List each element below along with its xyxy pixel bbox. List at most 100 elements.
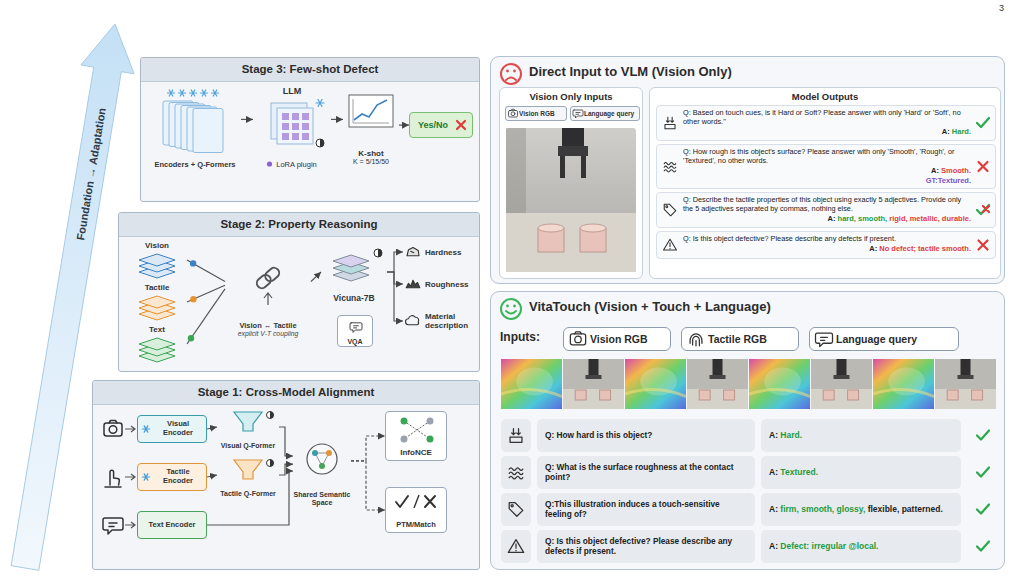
- node-text: Model Outputs: [650, 88, 1000, 102]
- answer-text: A: firm, smooth, glossy, flexible, patte…: [769, 504, 943, 514]
- answer-text: A: hard, smooth, rigid, metallic, durabl…: [683, 214, 971, 224]
- node-text: LoRA plugin: [267, 160, 316, 169]
- node-text: Yes/No: [418, 120, 448, 130]
- node-text: LLM: [283, 86, 302, 96]
- answer-word: A:: [942, 127, 950, 136]
- answer-word: flexible,: [868, 504, 900, 514]
- connector: [187, 260, 225, 282]
- label-anchor: Foundation → Adaptation: [91, 170, 225, 188]
- modality-dot: [190, 260, 196, 266]
- stage-panel: Stage 3: Few-shot DefectEncoders + Q-For…: [140, 57, 480, 202]
- question-box: Q: What is the surface roughness at the …: [537, 456, 755, 489]
- answer-word: A:: [769, 430, 778, 440]
- modality-dot: [190, 296, 196, 302]
- node-text: Language query: [836, 333, 917, 345]
- qformer-funnel: Visual Q-Former: [217, 409, 279, 449]
- output-box: Model Outputs Q: Based on touch cues, is …: [649, 87, 1001, 279]
- connector: [387, 272, 403, 284]
- answer-word: A:: [828, 214, 836, 223]
- node-text: Vicuna-7B: [333, 293, 374, 303]
- connector: [241, 119, 253, 120]
- answer-word: smooth,: [858, 214, 887, 223]
- stage-title: Stage 3: Few-shot Defect: [141, 58, 479, 82]
- connector: [331, 119, 343, 120]
- answer-word: A:: [769, 541, 778, 551]
- panel-title: VitaTouch (Vision + Touch + Language): [491, 292, 1004, 314]
- answer-word: defect;: [891, 244, 916, 253]
- connector: [351, 436, 385, 461]
- question-text: Q: Describe the tactile properties of th…: [683, 196, 971, 214]
- inputs-label: Inputs:: [500, 330, 540, 344]
- connector: [387, 272, 403, 321]
- comparison-panel: Direct Input to VLM (Vision Only)Vision …: [490, 56, 1005, 284]
- connector: [207, 427, 217, 429]
- answer-box: A: Defect: irregular @local.: [761, 530, 961, 563]
- node-text: Material description: [425, 312, 477, 330]
- input-tag: Vision RGB: [563, 327, 671, 351]
- input-tag: Vision RGB: [505, 106, 567, 121]
- connector: [399, 124, 409, 125]
- node-text: InfoNCE: [400, 448, 432, 457]
- llm-stack: Vicuna-7B: [321, 241, 387, 303]
- answer-word: A:: [769, 467, 778, 477]
- node-text: Vision ↔ Tactile: [239, 321, 296, 330]
- connector: [207, 471, 293, 525]
- qa-row: Q: How rough is this object's surface? P…: [656, 144, 996, 189]
- answer-word: smooth,: [801, 504, 834, 514]
- node-text: Tactile RGB: [708, 333, 767, 345]
- node-text: Encoders + Q-Formers: [154, 160, 235, 169]
- node-text: Shared Semantic Space: [293, 491, 351, 507]
- node-text: Visual Q-Former: [221, 442, 275, 449]
- answer-word: irregular: [812, 541, 847, 551]
- question-text: Q: How hard is this object?: [545, 431, 652, 441]
- connector: [207, 475, 217, 477]
- answer-box: A: Hard.: [761, 419, 961, 452]
- page-number: 3: [999, 3, 1004, 13]
- encoder-stack: Encoders + Q-Formers: [149, 85, 241, 171]
- node-text: Vision RGB: [519, 110, 555, 117]
- answer-word: A:: [869, 244, 877, 253]
- answer-word: A:: [769, 504, 778, 514]
- answer-word: No: [879, 244, 889, 253]
- question-box: Q: How hard is this object?: [537, 419, 755, 452]
- question-text: Q: Is this object defective? Please desc…: [545, 537, 747, 557]
- stage-panel: Stage 1: Cross-Model AlignmentVisual Enc…: [92, 380, 480, 570]
- answer-word: Hard.: [780, 430, 802, 440]
- label-anchor: Inputs:: [500, 330, 540, 344]
- qa-row: Q: Describe the tactile properties of th…: [656, 192, 996, 228]
- node-text: VQA: [347, 338, 362, 345]
- answer-word: rigid,: [889, 214, 907, 223]
- node-text: Tactile: [145, 283, 170, 292]
- answer-word: tactile: [918, 244, 940, 253]
- question-text: Q: What is the surface roughness at the …: [545, 463, 747, 483]
- question-box: Q: Is this object defective? Please desc…: [537, 530, 755, 563]
- question-text: Q: Is this object defective? Please desc…: [683, 235, 971, 244]
- question-text: Q:This illustration induces a touch-sens…: [545, 500, 747, 520]
- qa-row: Q: Is this object defective? Please desc…: [656, 231, 996, 259]
- answer-word: firm,: [780, 504, 798, 514]
- connector: [187, 289, 225, 344]
- answer-word: A:: [931, 166, 939, 175]
- node-illustration: [149, 85, 241, 171]
- node-text: Vision RGB: [590, 333, 648, 345]
- stage-panel: Stage 2: Property ReasoningVisionTactile…: [118, 212, 480, 372]
- node-text: Tactile Q-Former: [220, 490, 276, 497]
- modality-dot: [188, 335, 194, 341]
- answer-word: durable.: [942, 214, 971, 223]
- ground-truth-text: GT:Textured.: [683, 176, 971, 186]
- answer-word: @local.: [848, 541, 878, 551]
- answer-word: GT:Textured.: [926, 176, 971, 185]
- node-text: Hardness: [425, 248, 461, 257]
- answer-box: A: Textured.: [761, 456, 961, 489]
- qa-row: Q: Based on touch cues, is it Hard or So…: [656, 105, 996, 141]
- connector: [387, 252, 403, 272]
- property-output: Material description: [403, 301, 477, 341]
- answer-word: metallic,: [910, 214, 940, 223]
- connector: [187, 285, 225, 302]
- answer-word: smooth.: [942, 244, 971, 253]
- node-text: Visual Encoder: [152, 420, 204, 437]
- axis-label: Foundation → Adaptation: [74, 107, 108, 241]
- node-text: Roughness: [425, 280, 469, 289]
- answer-box: A: firm, smooth, glossy, flexible, patte…: [761, 493, 961, 526]
